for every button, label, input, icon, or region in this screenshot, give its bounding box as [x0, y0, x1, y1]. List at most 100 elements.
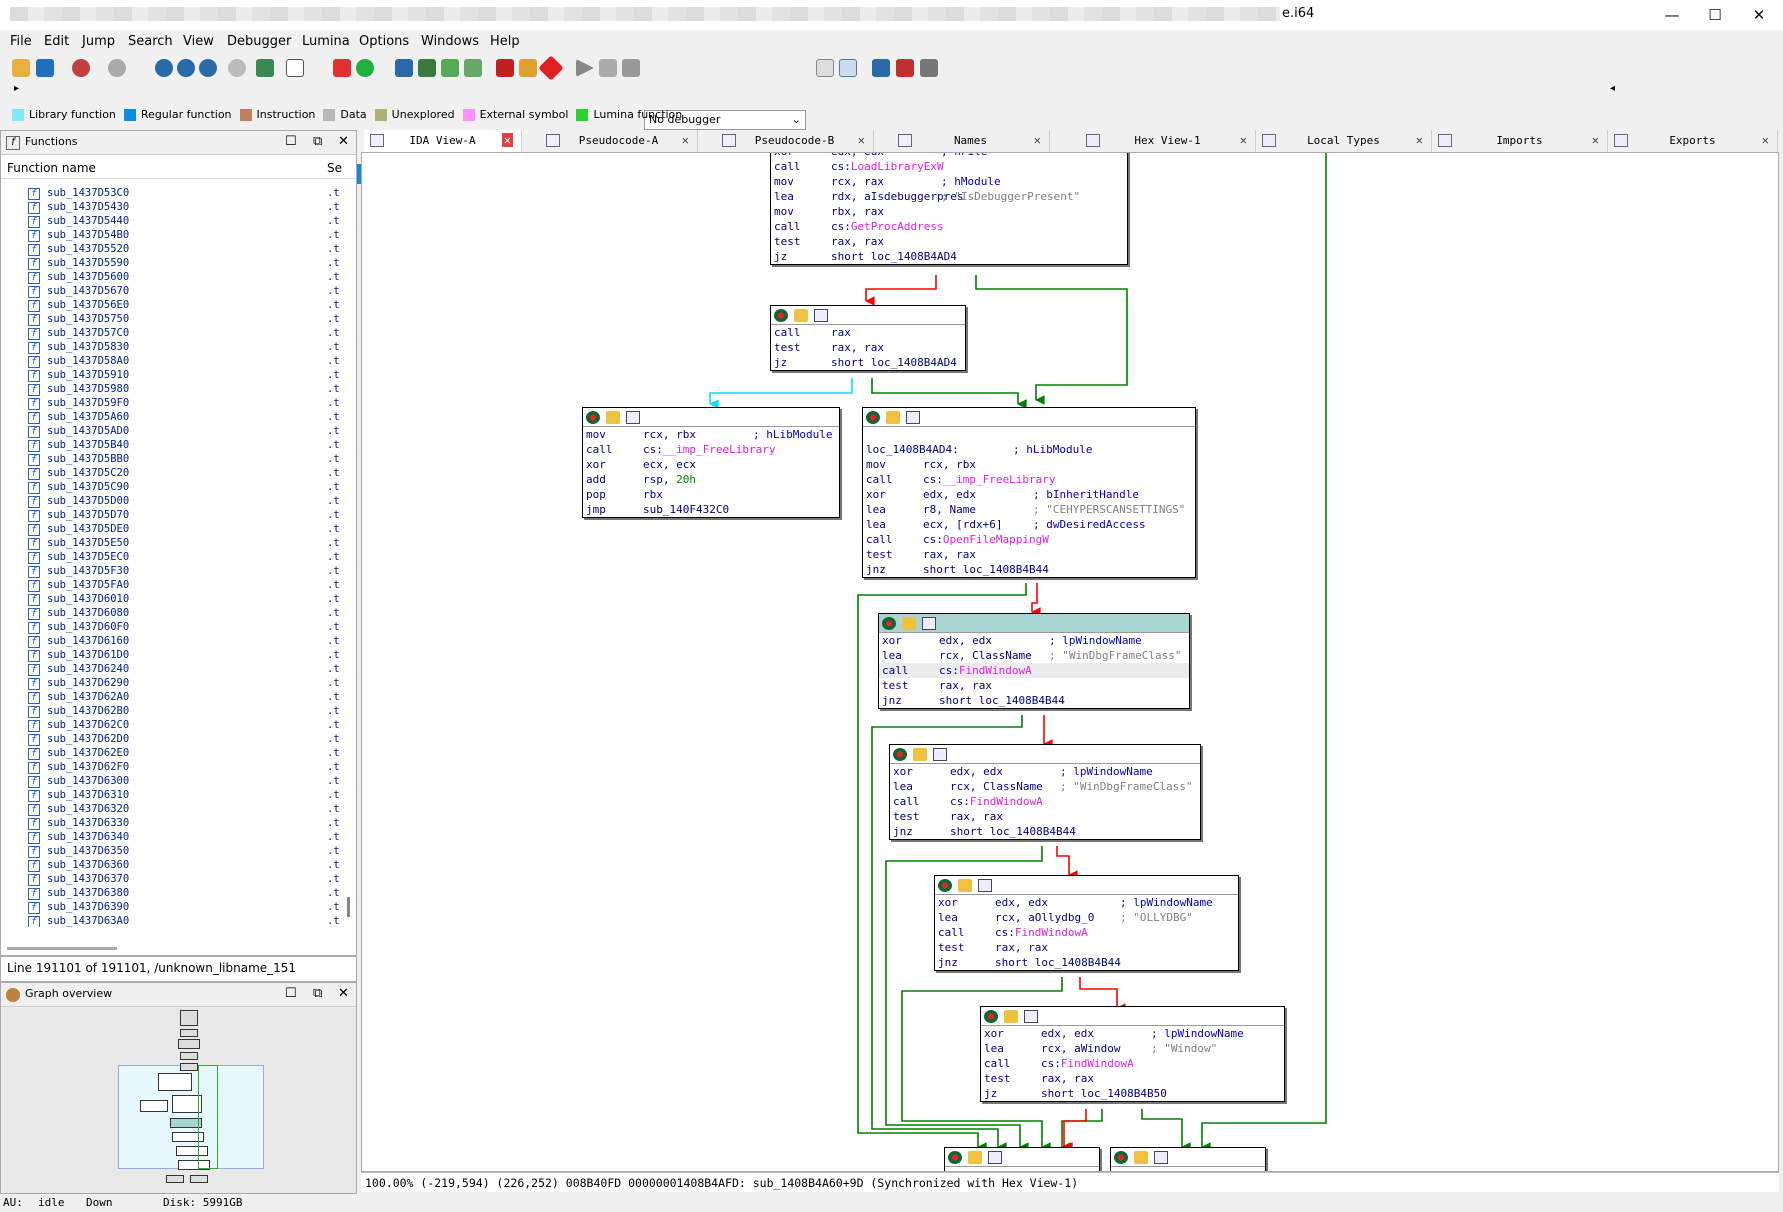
- graph-up-icon[interactable]: [333, 59, 351, 77]
- block-color-icon[interactable]: [984, 1010, 998, 1023]
- block-edit-icon[interactable]: [913, 748, 927, 761]
- nav-left-icon[interactable]: ▸: [14, 83, 20, 94]
- menu-view[interactable]: View: [183, 34, 214, 49]
- list-icon[interactable]: [872, 59, 890, 77]
- maximize-button[interactable]: ☐: [1708, 6, 1722, 24]
- block-graph-icon[interactable]: [978, 879, 992, 892]
- undefine-icon[interactable]: [228, 59, 246, 77]
- block-color-icon[interactable]: [1114, 1151, 1128, 1164]
- tab-close-icon[interactable]: ✕: [1591, 133, 1599, 147]
- enum-icon[interactable]: [464, 59, 482, 77]
- panel-maximize-icon[interactable]: ☐: [285, 986, 297, 1001]
- block-header[interactable]: [981, 1007, 1284, 1026]
- text-icon[interactable]: [177, 59, 195, 77]
- block-header[interactable]: [771, 306, 965, 325]
- block-graph-icon[interactable]: [988, 1151, 1002, 1164]
- debugger-select[interactable]: No debugger⌄: [644, 110, 806, 130]
- pause-icon[interactable]: [599, 59, 617, 77]
- block-graph-icon[interactable]: [814, 309, 828, 322]
- c-active-icon[interactable]: [839, 59, 857, 77]
- block-color-icon[interactable]: [882, 617, 896, 630]
- menu-edit[interactable]: Edit: [44, 34, 70, 49]
- functions-scrollbar[interactable]: [345, 187, 355, 927]
- block-header[interactable]: [890, 745, 1200, 764]
- block-header[interactable]: [863, 408, 1195, 427]
- stop-icon[interactable]: [538, 55, 564, 81]
- tab-hex-view-1[interactable]: Hex View-1✕: [1080, 130, 1256, 152]
- edit-icon[interactable]: [519, 59, 537, 77]
- c-icon[interactable]: [816, 59, 834, 77]
- code-block-b8[interactable]: [944, 1147, 1100, 1171]
- menu-file[interactable]: File: [10, 34, 32, 49]
- block-graph-icon[interactable]: [933, 748, 947, 761]
- tab-close-icon[interactable]: ✕: [857, 133, 865, 147]
- block-graph-icon[interactable]: [626, 411, 640, 424]
- stop-debug-icon[interactable]: [622, 59, 640, 77]
- column-segment[interactable]: Se: [327, 161, 342, 175]
- block-color-icon[interactable]: [774, 309, 788, 322]
- functions-column-header[interactable]: Function name Se: [1, 155, 356, 179]
- menu-jump[interactable]: Jump: [82, 34, 115, 49]
- block-color-icon[interactable]: [938, 879, 952, 892]
- block-edit-icon[interactable]: [606, 411, 620, 424]
- bookmark-icon[interactable]: [395, 59, 413, 77]
- panel-close-icon[interactable]: ✕: [338, 134, 349, 149]
- play-icon[interactable]: [576, 59, 594, 77]
- tab-close-icon[interactable]: ✕: [1239, 133, 1247, 147]
